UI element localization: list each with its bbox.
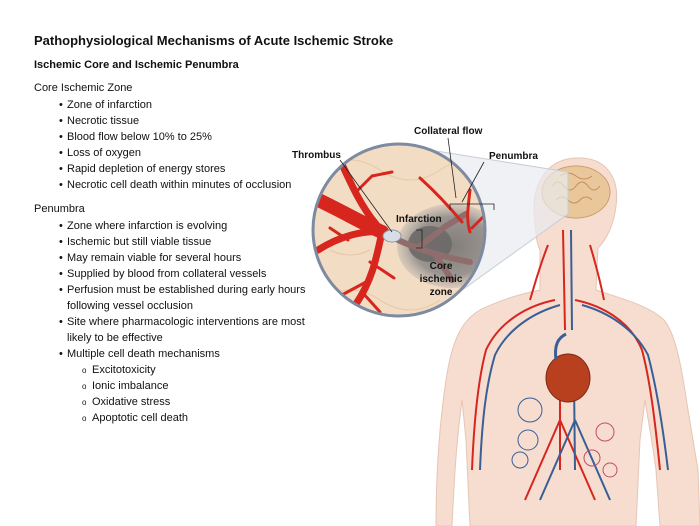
body-silhouette bbox=[435, 157, 700, 526]
list-item: Ischemic but still viable tissue bbox=[59, 234, 320, 250]
artery-branches bbox=[314, 156, 386, 308]
list-item: Rapid depletion of energy stores bbox=[59, 161, 291, 177]
penumbra-list: Zone where infarction is evolving Ischem… bbox=[59, 218, 320, 362]
vein-network bbox=[479, 229, 669, 501]
artery-small-branches bbox=[328, 170, 396, 314]
core-list: Zone of infarction Necrotic tissue Blood… bbox=[59, 97, 291, 193]
list-item: Site where pharmacologic interventions a… bbox=[59, 314, 319, 346]
list-item: Zone of infarction bbox=[59, 97, 291, 113]
artery-network bbox=[471, 229, 661, 501]
heart-vessels bbox=[554, 332, 567, 361]
inset-border bbox=[311, 142, 487, 318]
list-item: Multiple cell death mechanisms bbox=[59, 346, 320, 362]
page-subtitle: Ischemic Core and Ischemic Penumbra bbox=[34, 59, 239, 71]
list-item: Necrotic cell death within minutes of oc… bbox=[59, 177, 291, 193]
penumbra-heading: Penumbra bbox=[34, 203, 85, 215]
occluded-vessel bbox=[395, 211, 473, 283]
list-item: Excitotoxicity bbox=[82, 362, 188, 379]
collateral-flow-leader bbox=[447, 137, 457, 199]
list-item: Supplied by blood from collateral vessel… bbox=[59, 266, 320, 282]
penumbra-leader bbox=[461, 161, 485, 203]
thrombus-leader bbox=[339, 159, 393, 233]
list-item: Loss of oxygen bbox=[59, 145, 291, 161]
list-item: Blood flow below 10% to 25% bbox=[59, 129, 291, 145]
penumbra-bracket bbox=[449, 203, 495, 210]
thrombus-label: Thrombus bbox=[292, 150, 341, 161]
list-item: Zone where infarction is evolving bbox=[59, 218, 320, 234]
core-label-line2: ischemic bbox=[420, 274, 463, 285]
core-bracket bbox=[416, 229, 423, 249]
list-item: May remain viable for several hours bbox=[59, 250, 320, 266]
collateral-vessels bbox=[418, 176, 485, 234]
penumbra-label: Penumbra bbox=[489, 151, 538, 162]
heart bbox=[545, 353, 591, 403]
magnified-inset bbox=[313, 144, 485, 316]
thrombus-clot bbox=[382, 229, 402, 243]
core-label-line1: Core bbox=[430, 261, 453, 272]
mechanism-list: Excitotoxicity Ionic imbalance Oxidative… bbox=[82, 362, 188, 427]
list-item: Oxidative stress bbox=[82, 394, 188, 411]
lung-right bbox=[583, 422, 618, 478]
infarction-label: Infarction bbox=[396, 214, 442, 225]
page-title: Pathophysiological Mechanisms of Acute I… bbox=[34, 33, 394, 48]
core-heading: Core Ischemic Zone bbox=[34, 82, 133, 94]
list-item: Ionic imbalance bbox=[82, 378, 188, 395]
list-item: Necrotic tissue bbox=[59, 113, 291, 129]
collateral-flow-label: Collateral flow bbox=[414, 126, 483, 137]
callout-lines bbox=[339, 137, 495, 249]
core-label-line3: zone bbox=[430, 287, 453, 298]
list-item: Perfusion must be established during ear… bbox=[59, 282, 312, 314]
lung-left bbox=[511, 397, 543, 469]
list-item: Apoptotic cell death bbox=[82, 410, 188, 427]
